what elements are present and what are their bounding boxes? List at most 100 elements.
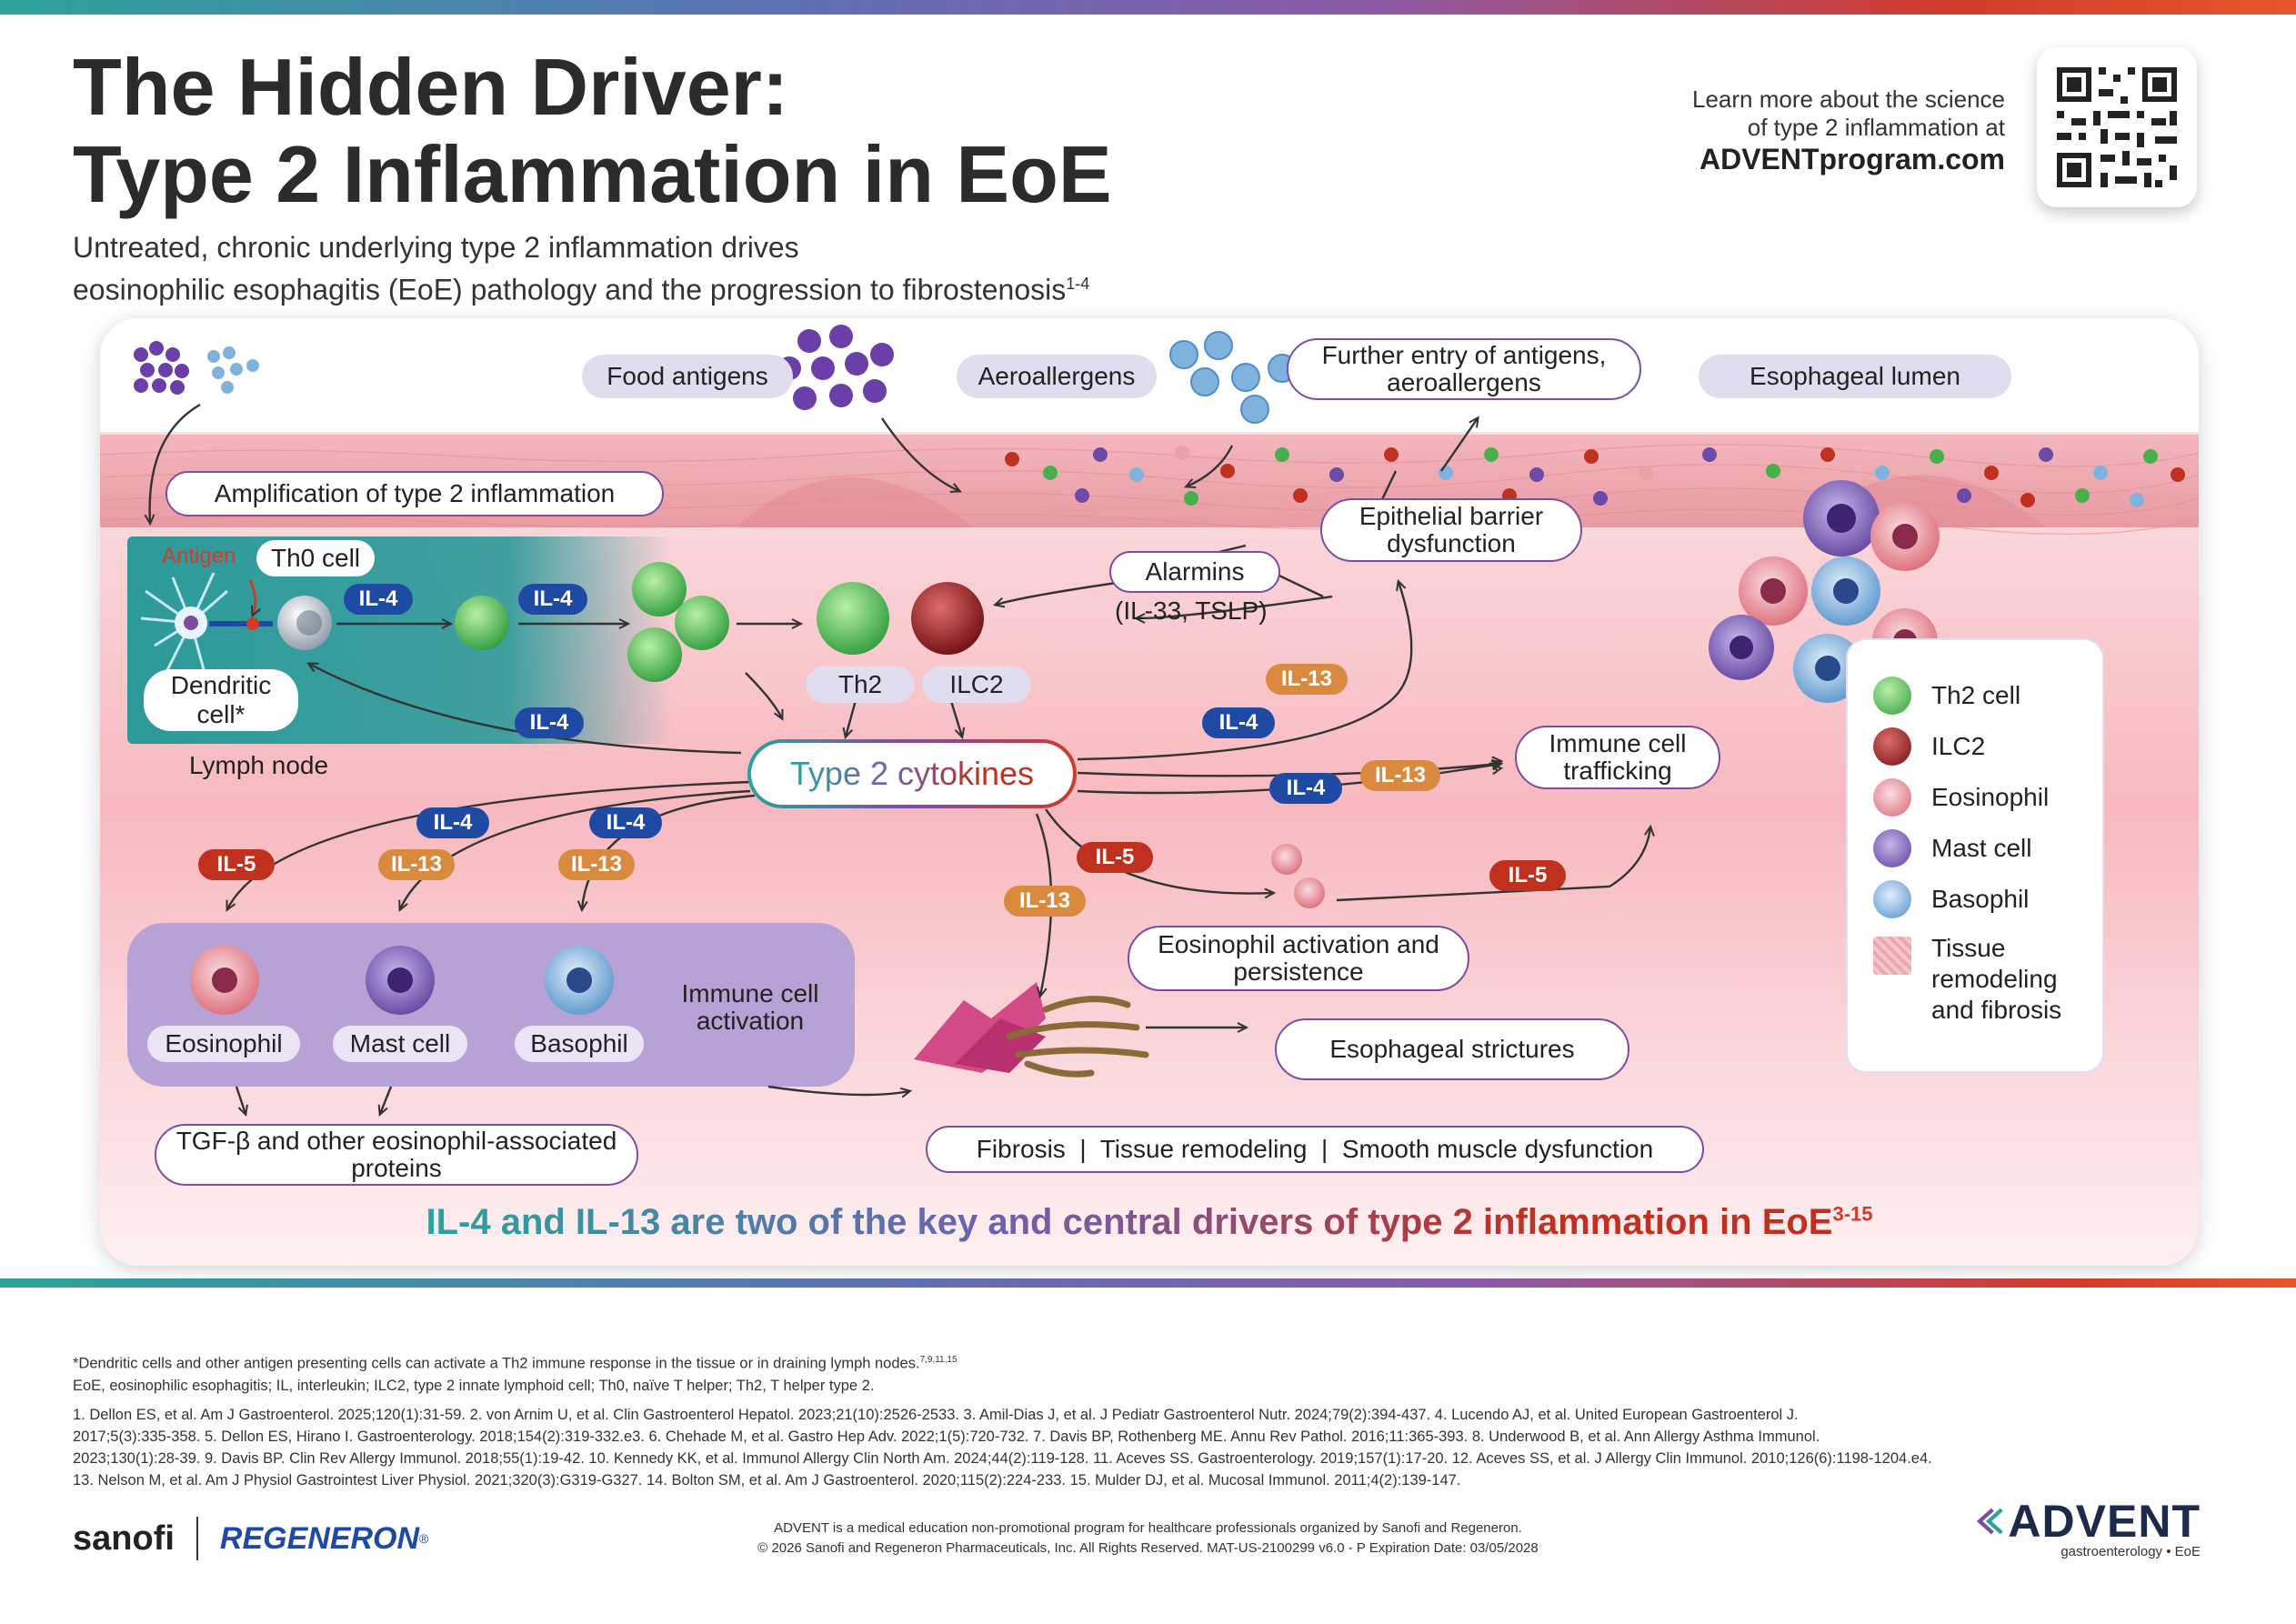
references-line-3: 2023;130(1):28-39. 9. Davis BP. Clin Rev…	[73, 1450, 1932, 1467]
esophageal-strictures-label: Esophageal strictures	[1275, 1018, 1629, 1080]
subtitle-ref: 1-4	[1066, 275, 1090, 293]
legend-item-basophil: Basophil	[1873, 880, 2029, 918]
legend-label-basophil: Basophil	[1931, 885, 2030, 913]
references-line-1: 1. Dellon ES, et al. Am J Gastroenterol.…	[73, 1407, 1799, 1423]
th0-cell-label: Th0 cell	[256, 540, 375, 576]
il4-tag-mast: IL-4	[416, 807, 489, 838]
ilc2-label: ILC2	[922, 667, 1031, 703]
il5-tag-persistence: IL-5	[1489, 860, 1566, 891]
footnote-abbreviations: EoE, eosinophilic esophagitis; IL, inter…	[73, 1378, 875, 1394]
legend-label-th2: Th2 cell	[1931, 681, 2021, 709]
il13-tag-trafficking: IL-13	[1360, 760, 1440, 791]
food-antigens-label: Food antigens	[582, 355, 793, 398]
aeroallergen-icon-left	[207, 346, 259, 394]
mast-cell-label: Mast cell	[333, 1026, 467, 1062]
il13-tag-mast: IL-13	[378, 849, 455, 880]
aeroallergens-label: Aeroallergens	[957, 355, 1157, 398]
legend-item-eosinophil: Eosinophil	[1873, 778, 2049, 817]
page-title: The Hidden Driver: Type 2 Inflammation i…	[73, 44, 1112, 218]
learn-line-2: of type 2 inflammation at	[1747, 114, 2005, 141]
diagram-panel: Food antigens Aeroallergens Further entr…	[100, 318, 2199, 1266]
antigen-marker	[246, 617, 259, 630]
alarmins-label: Alarmins	[1109, 551, 1280, 593]
th2-cell-icon-1	[455, 596, 509, 650]
legend-label-eosinophil: Eosinophil	[1931, 783, 2050, 811]
il13-tag-upper: IL-13	[1266, 664, 1348, 695]
il5-tag-activation: IL-5	[1077, 842, 1153, 873]
legend-label-tissue: Tissue remodeling and fibrosis	[1931, 934, 2062, 1024]
references-line-4: 13. Nelson M, et al. Am J Physiol Gastro…	[73, 1472, 1461, 1489]
food-antigens-cluster	[777, 325, 894, 410]
th2-cell-icon-4	[627, 627, 682, 682]
footnote-dendritic-ref: 7,9,11,15	[919, 1355, 958, 1365]
footnote-dendritic: *Dendritic cells and other antigen prese…	[73, 1349, 2191, 1375]
top-gradient-bar	[0, 0, 2296, 15]
il4-tag-baso: IL-4	[589, 807, 662, 838]
basophil-legend-icon	[1873, 880, 1911, 918]
ilc2-legend-icon	[1873, 727, 1911, 766]
advent-logo-icon	[1976, 1508, 2003, 1535]
eosinophil-small-2	[1294, 877, 1325, 908]
bottom-gradient-bar	[0, 1278, 2296, 1288]
dendritic-cell-icon	[140, 572, 228, 678]
advent-logo-subtext: gastroenterology • EoE	[2060, 1544, 2201, 1559]
footnote-dendritic-text: *Dendritic cells and other antigen prese…	[73, 1355, 920, 1372]
eosinophil-small-1	[1271, 844, 1302, 875]
aeroallergens-cluster	[1169, 331, 1297, 424]
legend-item-tissue: Tissue remodeling and fibrosis	[1873, 933, 2086, 1026]
il5-tag-eos: IL-5	[198, 849, 275, 880]
sanofi-logo: sanofi	[73, 1519, 175, 1558]
antigen-arrow	[248, 579, 261, 617]
fibrosis-outcomes-label: Fibrosis | Tissue remodeling | Smooth mu…	[926, 1126, 1704, 1173]
legend-label-mast-cell: Mast cell	[1931, 834, 2032, 862]
dendritic-cell-nucleus	[184, 616, 198, 630]
learn-more: Learn more about the science of type 2 i…	[1692, 85, 2005, 174]
basophil-label: Basophil	[515, 1026, 644, 1062]
il4-tag-2: IL-4	[518, 584, 587, 615]
partner-logos: sanofi REGENERON®	[73, 1517, 428, 1560]
food-antigen-icon-left	[134, 341, 189, 395]
qr-code[interactable]	[2037, 47, 2197, 207]
subtitle-line-1: Untreated, chronic underlying type 2 inf…	[73, 231, 799, 264]
legend-item-ilc2: ILC2	[1873, 727, 1985, 766]
mast-cell-legend-icon	[1873, 829, 1911, 867]
key-message-ref: 3-15	[1832, 1202, 1873, 1226]
type2-cytokines-text: Type 2 cytokines	[789, 755, 1035, 792]
regeneron-logo: REGENERON	[219, 1520, 420, 1556]
eosinophil-label: Eosinophil	[147, 1026, 300, 1062]
references-line-2: 2017;5(3):335-358. 5. Dellon ES, Hirano …	[73, 1429, 1820, 1445]
eosinophil-legend-icon	[1873, 778, 1911, 817]
alarmins-detail: (IL-33, TSLP)	[1115, 596, 1268, 625]
disclaimer: ADVENT is a medical education non-promot…	[774, 1520, 1522, 1536]
learn-url-link[interactable]: ADVENTprogram.com	[1699, 143, 2005, 175]
antigen-label: Antigen	[162, 544, 236, 568]
il13-tag-baso: IL-13	[558, 849, 635, 880]
esophageal-lumen-label: Esophageal lumen	[1699, 355, 2011, 398]
flow-arrows	[144, 403, 1655, 1118]
fibroblast-icon	[914, 982, 1149, 1078]
tgf-beta-label: TGF-β and other eosinophil-associated pr…	[155, 1124, 638, 1186]
legend-item-mast-cell: Mast cell	[1873, 829, 2031, 867]
legend-label-ilc2: ILC2	[1931, 732, 1986, 760]
copyright: © 2026 Sanofi and Regeneron Pharmaceutic…	[757, 1540, 1539, 1556]
regeneron-registered-mark: ®	[419, 1531, 429, 1546]
legend-item-th2: Th2 cell	[1873, 677, 2020, 715]
key-message-text: IL-4 and IL-13 are two of the key and ce…	[426, 1202, 1833, 1242]
amplification-label: Amplification of type 2 inflammation	[165, 471, 664, 516]
th2-cell-icon-3	[675, 596, 729, 650]
further-entry-label: Further entry of antigens, aeroallergens	[1287, 338, 1641, 400]
th2-cell-icon-large	[817, 582, 889, 655]
lymph-node-label: Lymph node	[189, 751, 329, 779]
title-line-1: The Hidden Driver:	[73, 42, 789, 132]
il4-tag-upper: IL-4	[1202, 707, 1275, 738]
il4-tag-trafficking: IL-4	[1269, 773, 1342, 804]
il13-tag-fibrosis: IL-13	[1004, 886, 1086, 917]
immune-activation-box	[127, 923, 855, 1087]
dendritic-cell-label: Dendritic cell*	[144, 669, 298, 731]
subtitle-line-2: eosinophilic esophagitis (EoE) pathology…	[73, 273, 1067, 306]
small-cells-in-epithelium	[1005, 446, 2185, 507]
th2-cell-legend-icon	[1873, 677, 1911, 715]
immune-cell-trafficking-label: Immune cell trafficking	[1515, 726, 1720, 789]
advent-logo: ADVENT gastroenterology • EoE	[1973, 1495, 2201, 1559]
il4-tag-1: IL-4	[344, 584, 413, 615]
